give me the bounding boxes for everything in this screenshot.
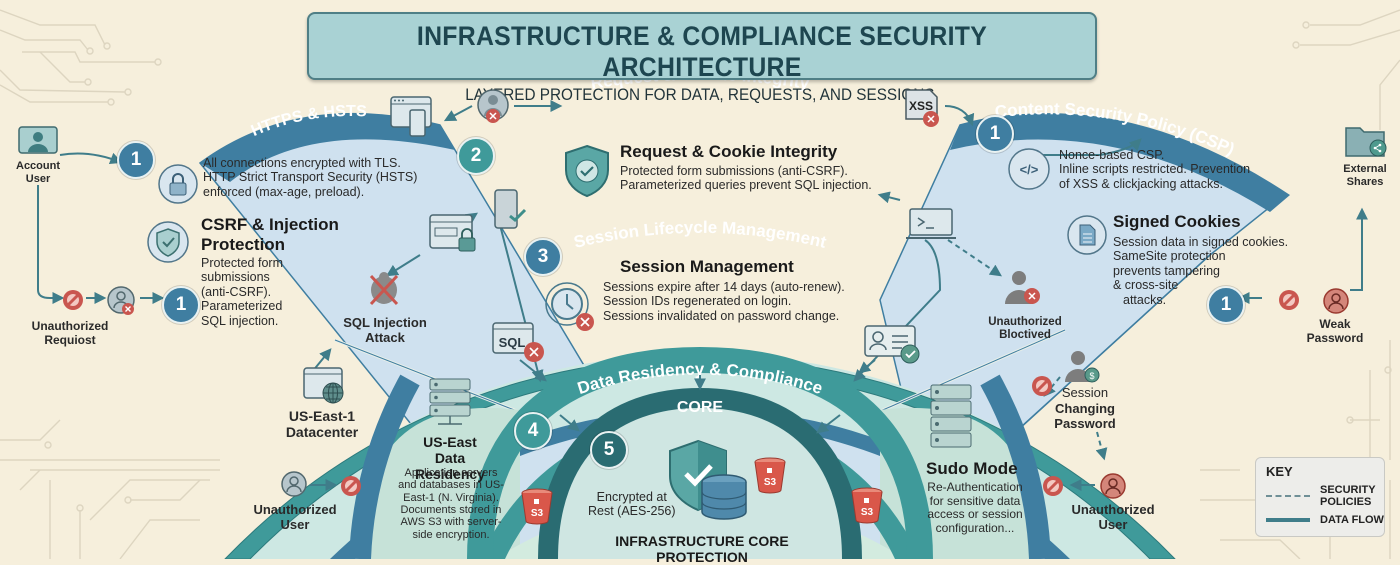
badge-signed-cookies: 1 xyxy=(1207,286,1245,324)
browser-mobile-icon xyxy=(390,96,436,143)
unauthorized-user-avatar-icon xyxy=(280,470,308,503)
account-user-monitor-icon xyxy=(18,126,58,163)
svg-text:XSS: XSS xyxy=(909,99,933,113)
blocked-icon xyxy=(1278,289,1300,316)
blocked-icon xyxy=(340,475,362,502)
title-banner: INFRASTRUCTURE & COMPLIANCE SECURITY ARC… xyxy=(307,12,1097,104)
document-icon xyxy=(1066,214,1108,261)
blocked-icon xyxy=(1031,375,1053,402)
svg-text:SQL: SQL xyxy=(499,335,526,350)
shield-check-icon xyxy=(146,220,190,269)
circuit-traces xyxy=(0,9,1400,559)
session-user-icon: $ xyxy=(1063,348,1101,391)
unauthorized-blocked-user-icon xyxy=(1002,268,1042,313)
xss-file-icon: XSS xyxy=(905,89,945,134)
session-label: Session xyxy=(1061,385,1109,400)
id-card-verified-icon xyxy=(864,324,924,369)
unauthorized-user-right-icon xyxy=(1099,472,1127,505)
server-stack-icon xyxy=(929,383,973,456)
request-shield-icon xyxy=(563,143,611,204)
s3-bucket-icon: S3 xyxy=(850,486,884,529)
unauthorized-request-avatar-icon xyxy=(106,285,138,322)
badge-csrf: 1 xyxy=(162,286,200,324)
datacenter-globe-icon xyxy=(303,367,349,410)
s3-bucket-icon: S3 xyxy=(520,487,554,530)
blocked-user-avatar-icon xyxy=(476,88,512,129)
terminal-laptop-icon xyxy=(906,208,956,247)
blocked-icon xyxy=(62,289,84,316)
sql-blocked-icon: SQL xyxy=(492,322,548,371)
page-title: INFRASTRUCTURE & COMPLIANCE SECURITY ARC… xyxy=(416,21,988,82)
weak-password-user-icon xyxy=(1322,287,1350,320)
core-band-label: CORE xyxy=(677,399,724,416)
signed-cookies-title: Signed Cookies xyxy=(1113,212,1241,231)
lock-icon xyxy=(157,163,199,210)
legend-item-data-flow: DATA FLOW xyxy=(1266,514,1384,526)
external-shares-folder-icon xyxy=(1345,124,1389,163)
badge-csp: 1 xyxy=(976,115,1014,153)
browser-lock-icon xyxy=(429,214,481,261)
svg-text:S3: S3 xyxy=(531,508,544,519)
badge-session: 3 xyxy=(524,238,562,276)
solid-line-swatch xyxy=(1266,518,1310,523)
session-desc: Sessions expire after 14 days (auto-rene… xyxy=(603,280,845,323)
badge-https: 1 xyxy=(117,141,155,179)
dashed-line-swatch xyxy=(1266,495,1310,498)
signed-cookies-desc: Session data in signed cookies.SameSite … xyxy=(1113,235,1289,307)
code-icon: </> xyxy=(1007,147,1051,196)
sql-attack-bug-icon xyxy=(366,270,402,313)
server-rack-icon xyxy=(428,377,472,434)
svg-text:$: $ xyxy=(1089,371,1094,381)
core-shield-database-icon xyxy=(664,438,754,528)
badge-residency: 4 xyxy=(514,412,552,450)
csp-desc: Nonce-based CSP.Inline scripts restricte… xyxy=(1059,148,1251,191)
request-title: Request & Cookie Integrity xyxy=(620,142,838,161)
mobile-verified-icon xyxy=(492,188,530,237)
page-subtitle: LAYERED PROTECTION FOR DATA, REQUESTS, A… xyxy=(465,85,939,104)
svg-text:S3: S3 xyxy=(861,507,874,518)
https-band xyxy=(200,113,455,182)
blocked-icon xyxy=(1042,475,1064,502)
sudo-title: Sudo Mode xyxy=(926,459,1018,478)
badge-core: 5 xyxy=(590,431,628,469)
svg-text:S3: S3 xyxy=(764,477,777,488)
badge-request: 2 xyxy=(457,137,495,175)
legend-title: KEY xyxy=(1266,464,1293,479)
https-desc: All connections encrypted with TLS.HTTP … xyxy=(203,156,418,199)
clock-icon xyxy=(543,280,603,341)
session-title: Session Management xyxy=(620,257,794,276)
svg-text:</>: </> xyxy=(1020,162,1039,177)
csp-band xyxy=(950,113,1290,212)
s3-bucket-icon: S3 xyxy=(753,456,787,499)
core-footer-label: INFRASTRUCTURE CORE PROTECTION xyxy=(615,533,789,565)
session-band-label: Session Lifecycle Management xyxy=(572,218,829,252)
request-desc: Protected form submissions (anti-CSRF).P… xyxy=(620,164,872,193)
